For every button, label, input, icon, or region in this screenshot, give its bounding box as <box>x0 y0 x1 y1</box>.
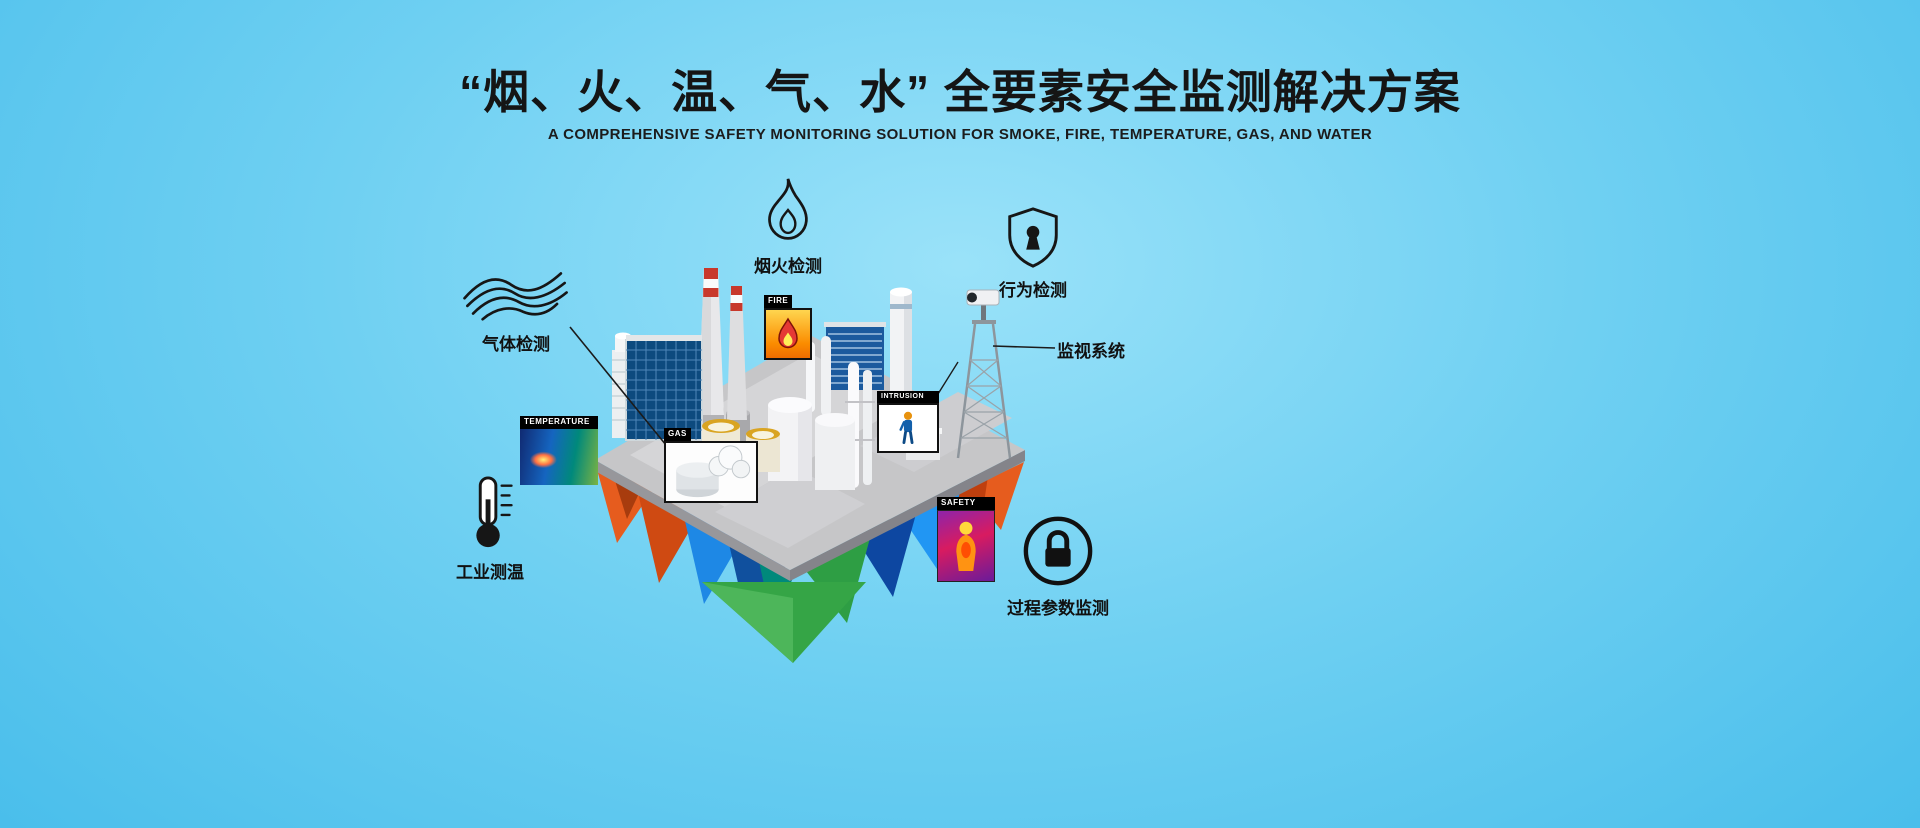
gas-tank-smoke-icon <box>676 445 751 497</box>
thermal-person-icon <box>956 521 976 571</box>
safety-thermal-image <box>937 509 995 582</box>
intrusion-image <box>877 402 939 453</box>
fire-tag: FIRE <box>764 295 793 308</box>
gas-detection-box: GAS <box>664 428 758 503</box>
page-subtitle: A COMPREHENSIVE SAFETY MONITORING SOLUTI… <box>547 126 1373 143</box>
flame-icon <box>768 178 808 240</box>
smoke-fire-detection-callout: 烟火检测 <box>746 174 830 277</box>
fire-image <box>764 307 812 360</box>
gas-tag: GAS <box>664 428 691 441</box>
worker-person-icon <box>899 411 914 444</box>
intrusion-tag: INTRUSION <box>877 391 939 403</box>
thermometer-icon <box>476 476 513 548</box>
intrusion-connector-line <box>937 361 959 395</box>
gas-detection-label: 气体检测 <box>482 335 550 354</box>
industrial-temperature-callout: 工业测温 <box>442 474 538 583</box>
gas-detection-callout: 气体检测 <box>456 262 576 355</box>
gas-connector-line <box>569 326 667 446</box>
behavior-detection-callout: 行为检测 <box>991 206 1075 301</box>
smoke-fire-detection-label: 烟火检测 <box>754 257 822 276</box>
safety-tag: SAFETY <box>937 497 995 510</box>
temperature-thermal-image <box>520 428 598 485</box>
intrusion-detection-box: INTRUSION <box>877 391 939 453</box>
surveillance-system-label: 监视系统 <box>1057 342 1125 361</box>
temperature-thermal-box: TEMPERATURE <box>520 416 598 485</box>
process-parameter-callout: 过程参数监测 <box>990 514 1126 619</box>
industrial-temperature-label: 工业测温 <box>456 563 524 582</box>
page-title: “烟、火、温、气、水” 全要素安全监测解决方案 <box>459 66 1461 118</box>
behavior-detection-label: 行为检测 <box>999 281 1067 300</box>
camera-tower <box>956 289 1012 459</box>
temperature-tag: TEMPERATURE <box>520 416 598 429</box>
surveillance-connector-line <box>992 345 1056 349</box>
surveillance-camera-icon <box>966 289 1000 306</box>
process-parameter-label: 过程参数监测 <box>1007 599 1109 618</box>
gas-image <box>664 440 758 503</box>
safety-thermal-box: SAFETY <box>937 497 995 582</box>
lock-circle-icon <box>1023 516 1093 586</box>
fire-flame-icon <box>778 317 798 349</box>
shield-keyhole-icon <box>1008 207 1058 268</box>
round-tower <box>890 287 912 396</box>
island-crystals <box>595 462 1024 663</box>
gas-waves-icon <box>462 272 568 321</box>
fire-detection-box: FIRE <box>764 295 812 360</box>
blue-building <box>612 332 703 441</box>
